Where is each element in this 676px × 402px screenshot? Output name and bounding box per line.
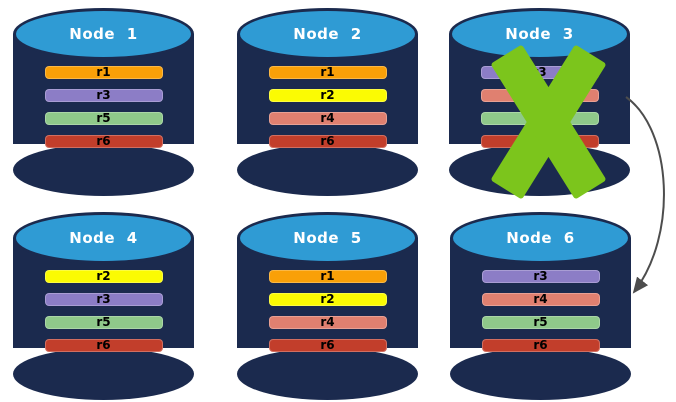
partition-row-r6: r6	[44, 134, 163, 148]
partition-row-label: r6	[320, 134, 335, 148]
failover-arrow-path	[625, 96, 665, 294]
partition-row-label: r4	[532, 88, 547, 102]
partition-rows: r3 r4 r5 r6	[450, 270, 631, 362]
partition-row-label: r3	[96, 292, 111, 306]
partition-row-label: r3	[96, 88, 111, 102]
partition-row-label: r1	[96, 65, 111, 79]
partition-row-r4: r4	[268, 315, 387, 329]
node-title: Node 6	[506, 229, 575, 247]
partition-row-r4: r4	[268, 111, 387, 125]
node-1: r1 r3 r5 r6 Node 1	[13, 8, 194, 196]
partition-row-label: r3	[532, 65, 547, 79]
partition-row-label: r6	[96, 134, 111, 148]
partition-row-label: r5	[96, 111, 111, 125]
partition-row-label: r4	[320, 111, 335, 125]
node-5: r1 r2 r4 r6 Node 5	[237, 212, 418, 400]
partition-row-r3: r3	[44, 292, 163, 306]
partition-row-r1: r1	[268, 269, 387, 283]
partition-row-r3: r3	[481, 269, 600, 283]
partition-row-label: r1	[320, 269, 335, 283]
partition-row-label: r4	[533, 292, 548, 306]
partition-row-r5: r5	[480, 111, 599, 125]
partition-rows: r1 r2 r4 r6	[237, 270, 418, 362]
cylinder-top: Node 1	[13, 8, 194, 60]
cylinder-bottom	[237, 144, 418, 196]
partition-row-r2: r2	[268, 292, 387, 306]
partition-row-r6: r6	[44, 338, 163, 352]
partition-rows: r3 r4 r5 r6	[449, 66, 630, 158]
partition-row-r3: r3	[480, 65, 599, 79]
node-4: r2 r3 r5 r6 Node 4	[13, 212, 194, 400]
node-title: Node 2	[293, 25, 362, 43]
cylinder-top: Node 3	[449, 8, 630, 60]
node-title: Node 5	[293, 229, 362, 247]
cylinder-bottom	[13, 348, 194, 400]
partition-rows: r1 r2 r4 r6	[237, 66, 418, 158]
partition-row-r6: r6	[268, 338, 387, 352]
node-title: Node 1	[69, 25, 138, 43]
partition-rows: r1 r3 r5 r6	[13, 66, 194, 158]
cylinder-top: Node 6	[450, 212, 631, 264]
partition-row-r5: r5	[44, 315, 163, 329]
cylinder-bottom	[13, 144, 194, 196]
node-6: r3 r4 r5 r6 Node 6	[450, 212, 631, 400]
partition-row-r3: r3	[44, 88, 163, 102]
partition-row-label: r6	[320, 338, 335, 352]
partition-row-label: r4	[320, 315, 335, 329]
partition-row-r6: r6	[481, 338, 600, 352]
node-2: r1 r2 r4 r6 Node 2	[237, 8, 418, 196]
partition-row-label: r2	[320, 292, 335, 306]
partition-row-label: r5	[533, 315, 548, 329]
cylinder-top: Node 2	[237, 8, 418, 60]
partition-row-r2: r2	[268, 88, 387, 102]
partition-row-label: r6	[96, 338, 111, 352]
partition-row-label: r1	[320, 65, 335, 79]
partition-row-r1: r1	[44, 65, 163, 79]
partition-row-label: r3	[533, 269, 548, 283]
node-3: r3 r4 r5 r6 Node 3	[449, 8, 630, 200]
partition-row-r5: r5	[44, 111, 163, 125]
cylinder-top: Node 4	[13, 212, 194, 264]
partition-row-r5: r5	[481, 315, 600, 329]
partition-row-label: r2	[320, 88, 335, 102]
node-title: Node 4	[69, 229, 138, 247]
partition-row-r1: r1	[268, 65, 387, 79]
partition-row-r2: r2	[44, 269, 163, 283]
partition-row-r4: r4	[480, 88, 599, 102]
cylinder-bottom	[450, 348, 631, 400]
partition-row-r6: r6	[480, 134, 599, 148]
cylinder-bottom	[237, 348, 418, 400]
node-title: Node 3	[505, 25, 574, 43]
cylinder-top: Node 5	[237, 212, 418, 264]
partition-row-label: r5	[96, 315, 111, 329]
partition-row-r6: r6	[268, 134, 387, 148]
partition-row-r4: r4	[481, 292, 600, 306]
partition-row-label: r6	[532, 134, 547, 148]
partition-row-label: r5	[532, 111, 547, 125]
partition-row-label: r2	[96, 269, 111, 283]
partition-row-label: r6	[533, 338, 548, 352]
partition-rows: r2 r3 r5 r6	[13, 270, 194, 362]
